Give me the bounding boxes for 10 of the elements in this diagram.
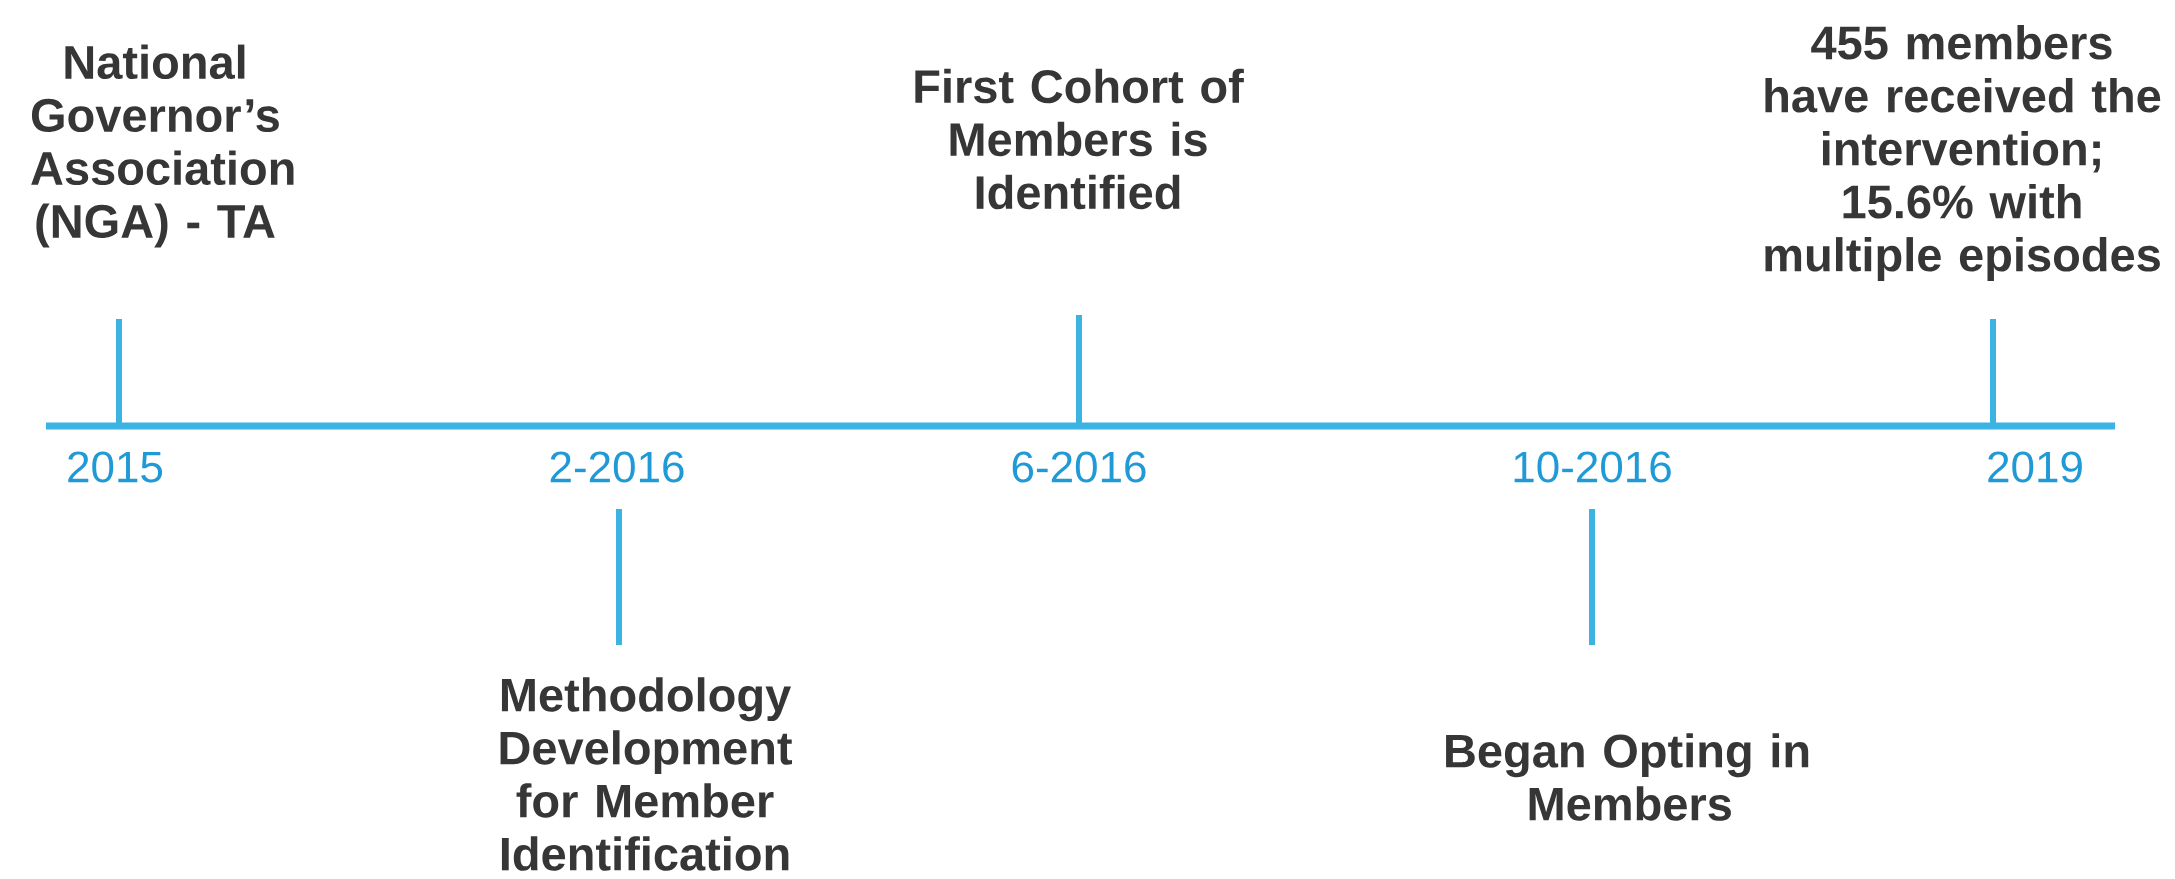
- event-text: First Cohort of Members is Identified: [915, 68, 1244, 210]
- year-label: 6-2016: [1012, 451, 1146, 483]
- year-label: 2019: [1988, 451, 2082, 483]
- event-text: Began Opting in Members: [1446, 733, 1809, 821]
- year-label: 2015: [68, 451, 163, 483]
- year-label: 10-2016: [1514, 451, 1671, 483]
- event-text: National Governor’s Association (NGA) - TA: [31, 44, 294, 248]
- event-text: 455 members have received the intervention; 15.6% with multiple episodes: [1765, 25, 2161, 281]
- event-text: Methodology Development for Member Identification: [500, 677, 792, 871]
- year-label: 2-2016: [550, 451, 684, 483]
